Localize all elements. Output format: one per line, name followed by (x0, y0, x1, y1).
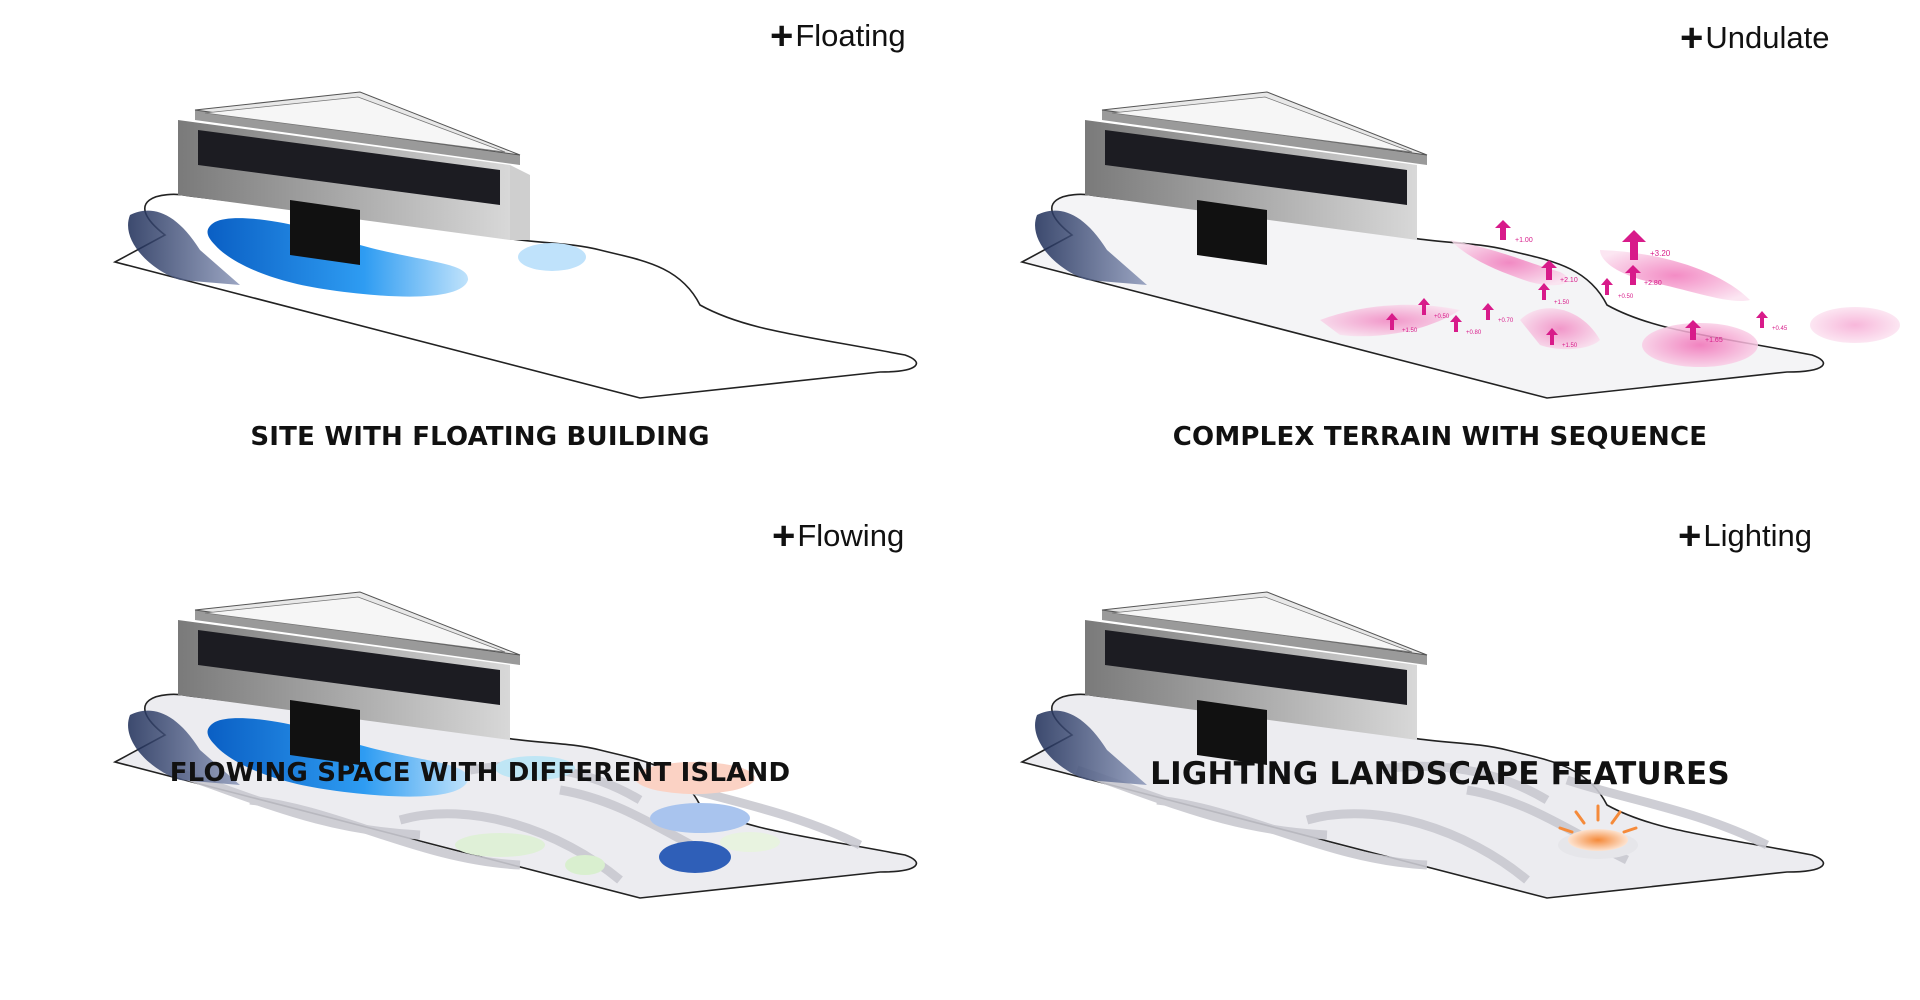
elev-marker-3: +2.80 (1625, 265, 1662, 287)
light-rays (1558, 804, 1638, 834)
tag-label: Floating (795, 18, 906, 53)
panel-floating: + Floating SITE WITH FLOATING BUILDING (0, 0, 960, 500)
pink-island (1642, 323, 1758, 367)
elev-label-6: +0.70 (1498, 318, 1514, 324)
elev-label-5: +1.50 (1554, 300, 1570, 306)
tag-label: Flowing (797, 518, 905, 553)
caption-flowing: FLOWING SPACE WITH DIFFERENT ISLAND (169, 758, 791, 788)
pink-terrain-4 (1520, 308, 1600, 350)
panel-lighting: + Lighting LIGHTING LANDSCAPE FEATURES (960, 500, 1920, 1000)
building-shadow (1035, 210, 1147, 285)
elev-label-8: +0.80 (1466, 330, 1482, 336)
elev-marker-4: +0.50 (1418, 298, 1450, 320)
pink-island-2 (1810, 307, 1900, 343)
elev-label-4: +0.50 (1434, 314, 1450, 320)
elev-label-9: +1.65 (1705, 337, 1723, 344)
tag-label: Lighting (1703, 518, 1812, 553)
elev-marker-6: +0.70 (1482, 303, 1514, 324)
plus-icon: + (770, 14, 794, 58)
elev-label-12: +0.45 (1772, 326, 1788, 332)
building (1085, 91, 1428, 265)
tag-undulate: + Undulate (1680, 18, 1829, 58)
pink-terrain-1 (1450, 240, 1569, 286)
site-diagram-lighting (1019, 591, 1825, 899)
site-diagram-floating (112, 91, 918, 399)
plus-icon: + (1678, 514, 1702, 558)
pool-small (518, 243, 586, 271)
elev-marker-10: +0.50 (1601, 278, 1634, 300)
plus-icon: + (1680, 16, 1704, 60)
building (1085, 591, 1428, 765)
building-shadow (1035, 710, 1147, 785)
elev-label-3: +2.80 (1644, 280, 1662, 287)
elev-marker-2: +2.10 (1541, 260, 1578, 284)
island-dark-blue (659, 841, 731, 873)
island-green-2 (565, 855, 605, 875)
island-orange (635, 762, 755, 794)
elev-label-10: +0.50 (1618, 294, 1634, 300)
site-diagram-flowing (112, 591, 918, 899)
tag-lighting: + Lighting (1678, 516, 1812, 556)
island-cyan (495, 756, 575, 780)
elev-marker-7: +1.50 (1386, 313, 1418, 334)
elev-label-0: +1.00 (1515, 237, 1533, 244)
tag-label: Undulate (1705, 20, 1830, 55)
elevation-markers: +1.00 +3.20 +2.10 +2.80 +0.50 +1.50 +0.7… (1386, 220, 1788, 349)
elev-marker-9: +1.65 (1685, 320, 1723, 344)
island-green (455, 833, 545, 857)
caption-undulate: COMPLEX TERRAIN WITH SEQUENCE (1172, 422, 1708, 452)
panel-undulate: +1.00 +3.20 +2.10 +2.80 +0.50 +1.50 +0.7… (960, 0, 1920, 500)
building-shadow (128, 210, 240, 285)
elev-marker-1: +3.20 (1622, 230, 1671, 260)
island-light-green (720, 832, 780, 852)
elev-marker-0: +1.00 (1495, 220, 1533, 244)
caption-lighting: LIGHTING LANDSCAPE FEATURES (1150, 756, 1730, 792)
elev-marker-5: +1.50 (1538, 283, 1570, 306)
elev-marker-12: +0.45 (1756, 311, 1788, 332)
elev-marker-11: +1.50 (1546, 328, 1578, 349)
building-shadow (128, 710, 240, 785)
building (178, 591, 521, 765)
caption-floating: SITE WITH FLOATING BUILDING (250, 422, 710, 452)
pink-terrain-2 (1600, 250, 1750, 301)
tag-floating: + Floating (770, 16, 906, 56)
tag-flowing: + Flowing (772, 516, 904, 556)
elev-marker-8: +0.80 (1450, 315, 1482, 336)
elev-label-11: +1.50 (1562, 343, 1578, 349)
island-blue (650, 803, 750, 833)
elev-label-2: +2.10 (1560, 277, 1578, 284)
panel-flowing: + Flowing FLOWING SPACE WITH DIFFERENT I… (0, 500, 960, 1000)
site-diagram-undulate: +1.00 +3.20 +2.10 +2.80 +0.50 +1.50 +0.7… (1019, 91, 1900, 399)
light-feature-glow (1568, 829, 1628, 851)
plus-icon: + (772, 514, 796, 558)
elev-label-1: +3.20 (1650, 249, 1671, 258)
building (178, 91, 530, 265)
elev-label-7: +1.50 (1402, 328, 1418, 334)
site-outline (1019, 193, 1825, 399)
